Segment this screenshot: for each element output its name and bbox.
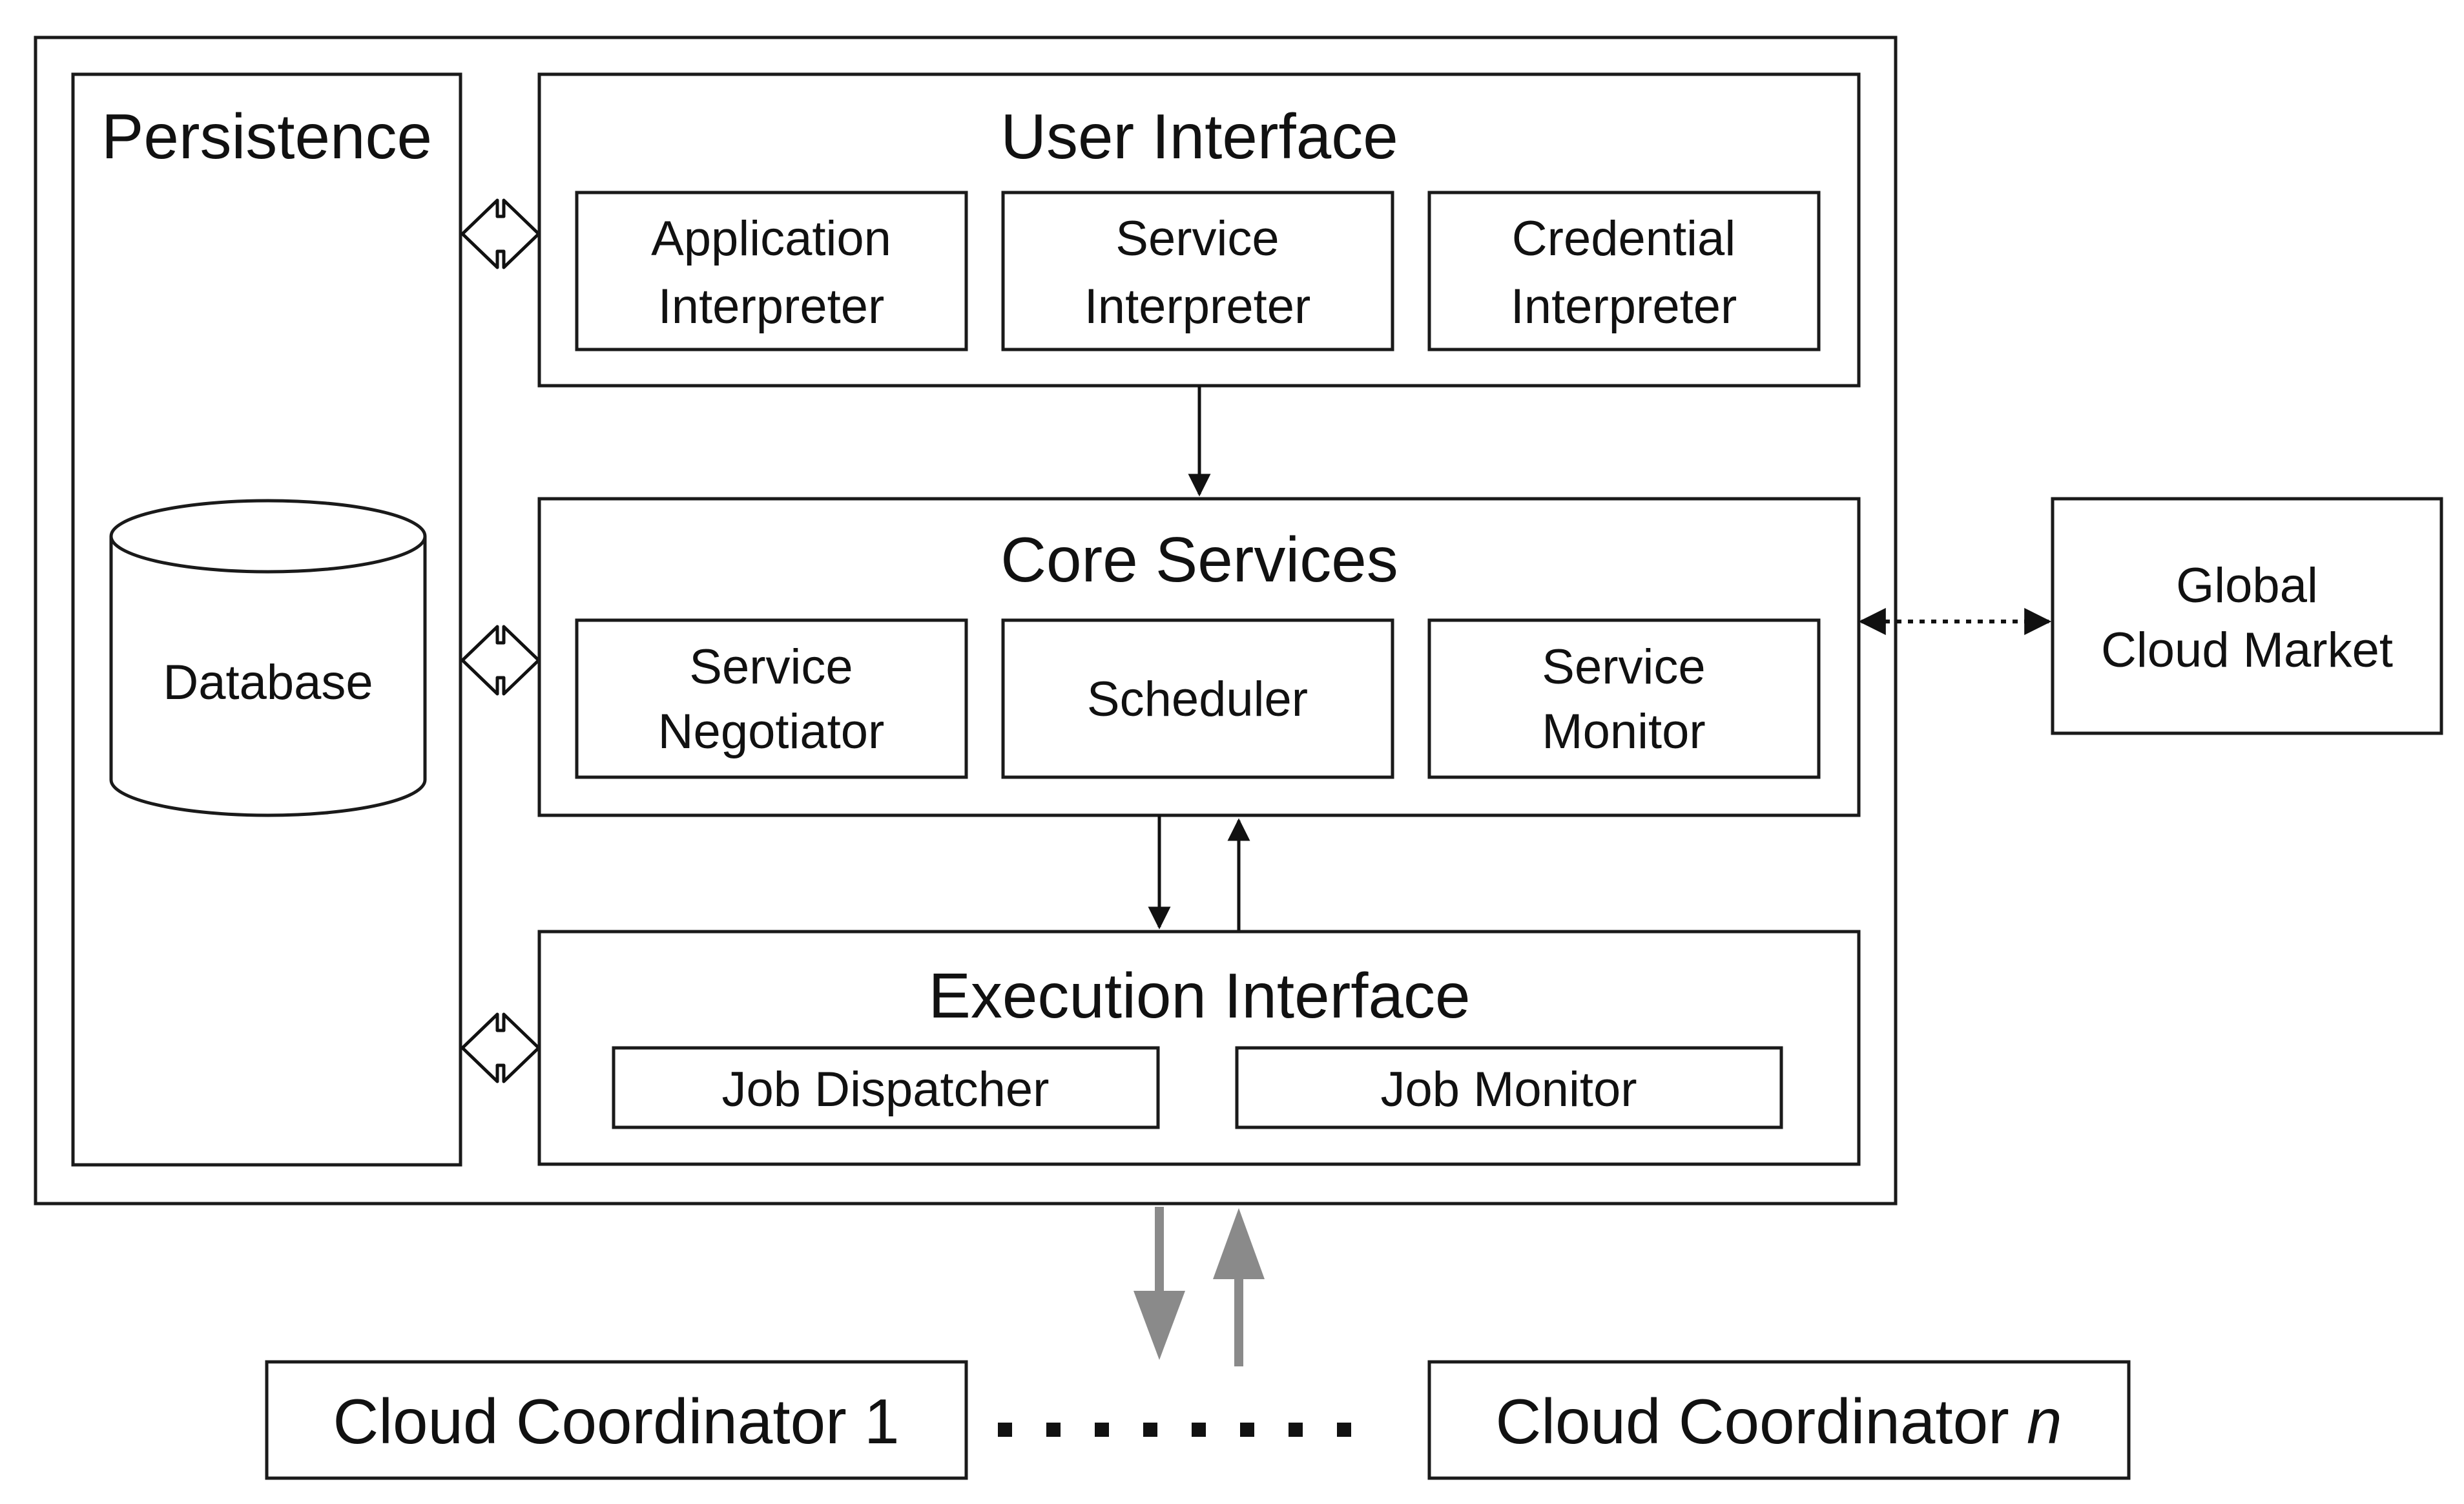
component-line1: Service — [689, 640, 853, 695]
global-market-line1: Global — [2176, 558, 2318, 613]
cloud-coordinator-1-label: Cloud Coordinator 1 — [333, 1386, 899, 1457]
cloud-coordinator-n-box: Cloud Coordinator n — [1427, 1360, 2131, 1480]
service-monitor-box: Service Monitor — [1427, 618, 1821, 779]
up-from-coordinators-arrow — [1213, 1208, 1265, 1366]
component-line2: Negotiator — [658, 704, 885, 759]
coordinator-n-suffix: n — [2027, 1386, 2062, 1457]
component-label: Job Monitor — [1380, 1062, 1637, 1117]
global-cloud-market-box: Global Cloud Market — [2051, 497, 2443, 735]
component-line2: Interpreter — [1511, 279, 1737, 334]
component-label: Job Dispatcher — [722, 1062, 1050, 1117]
credential-interpreter-box: Credential Interpreter — [1427, 191, 1821, 351]
execution-interface-panel: Execution Interface Job Dispatcher Job M… — [537, 930, 1861, 1166]
coordinator-n-prefix: Cloud Coordinator — [1495, 1386, 2027, 1457]
service-negotiator-box: Service Negotiator — [575, 618, 968, 779]
database-label: Database — [163, 655, 373, 710]
core-services-title: Core Services — [1000, 524, 1398, 595]
job-dispatcher-box: Job Dispatcher — [612, 1046, 1160, 1129]
component-line2: Interpreter — [658, 279, 885, 334]
component-line1: Credential — [1512, 211, 1735, 266]
cloud-coordinator-n-label: Cloud Coordinator n — [1495, 1386, 2062, 1457]
component-line1: Service — [1115, 211, 1279, 266]
cloud-coordinator-1-box: Cloud Coordinator 1 — [265, 1360, 968, 1480]
component-line1: Service — [1542, 640, 1705, 695]
database-icon — [109, 499, 427, 817]
core-services-panel: Core Services Service Negotiator Schedul… — [537, 497, 1861, 817]
component-line2: Monitor — [1542, 704, 1705, 759]
component-line1: Application — [651, 211, 891, 266]
application-interpreter-box: Application Interpreter — [575, 191, 968, 351]
user-interface-panel: User Interface Application Interpreter S… — [537, 72, 1861, 388]
component-line1: Scheduler — [1087, 672, 1308, 727]
component-line2: Interpreter — [1084, 279, 1311, 334]
coordinator-ellipsis — [998, 1423, 1351, 1437]
job-monitor-box: Job Monitor — [1235, 1046, 1783, 1129]
scheduler-box: Scheduler — [1001, 618, 1394, 779]
user-interface-title: User Interface — [1000, 101, 1398, 172]
execution-interface-title: Execution Interface — [929, 960, 1471, 1031]
persistence-title: Persistence — [101, 101, 432, 172]
service-interpreter-box: Service Interpreter — [1001, 191, 1394, 351]
global-market-line2: Cloud Market — [2101, 623, 2393, 678]
persistence-panel: Persistence Database — [71, 72, 462, 1167]
down-to-coordinators-arrow — [1134, 1207, 1185, 1360]
